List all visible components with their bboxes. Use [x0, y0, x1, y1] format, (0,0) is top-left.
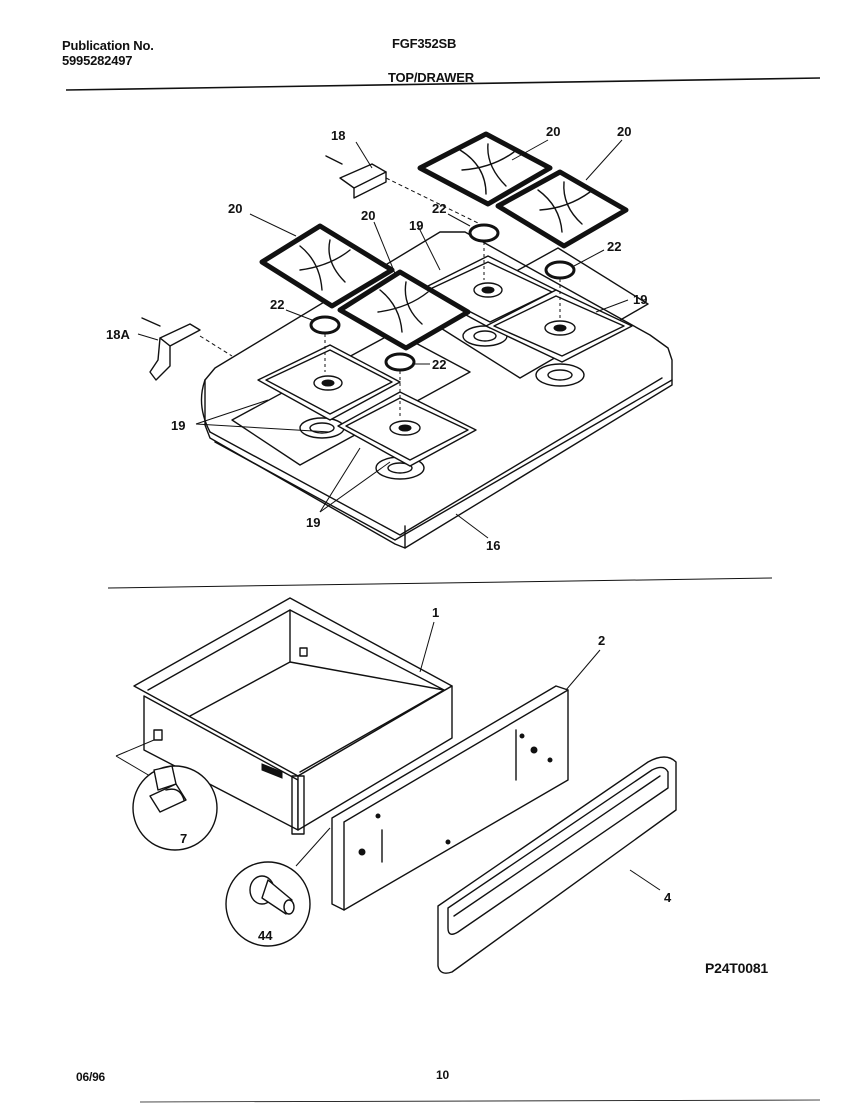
- footer-date: 06/96: [76, 1070, 106, 1084]
- callout-20: 20: [617, 124, 631, 139]
- callout-19: 19: [633, 292, 647, 307]
- section-divider: [107, 577, 773, 589]
- callout-7: 7: [180, 831, 187, 846]
- publication-number: 5995282497: [62, 53, 133, 68]
- hinge-18a: [141, 317, 233, 381]
- callout-22: 22: [432, 357, 446, 372]
- grommet-22: [309, 223, 576, 416]
- callout-1: 1: [432, 605, 439, 620]
- drawer-1: [115, 597, 453, 835]
- page-number: 10: [436, 1068, 449, 1082]
- publication-label: Publication No.: [62, 38, 154, 53]
- drawer-panel-2: [331, 685, 569, 911]
- callout-20: 20: [228, 201, 242, 216]
- callout-4: 4: [664, 890, 672, 905]
- callout-22: 22: [270, 297, 284, 312]
- leader-lines-bottom: [295, 621, 661, 891]
- detail-circle-7: [132, 765, 218, 851]
- callout-18a: 18A: [106, 327, 130, 342]
- cooktop-16: [200, 231, 673, 549]
- callout-16: 16: [486, 538, 500, 553]
- burner-plate-19-left-front: [337, 391, 477, 467]
- callout-19: 19: [306, 515, 320, 530]
- callout-22: 22: [432, 201, 446, 216]
- callout-2: 2: [598, 633, 605, 648]
- grate-20-rear-left: [417, 131, 553, 207]
- drawing-id: P24T0081: [705, 960, 769, 976]
- section-title: TOP/DRAWER: [388, 70, 474, 85]
- drawer-front-4: [437, 756, 677, 974]
- callout-20: 20: [361, 208, 375, 223]
- grate-20-left: [259, 223, 395, 309]
- leader-lines-top: [137, 139, 629, 539]
- burner-plate-19-left-rear: [257, 344, 401, 421]
- grate-20-rear-right: [495, 169, 629, 249]
- header-rule: [65, 77, 821, 91]
- callout-22: 22: [607, 239, 621, 254]
- callout-44: 44: [258, 928, 273, 943]
- callout-20: 20: [546, 124, 560, 139]
- burner-plate-19-right-front: [485, 289, 633, 363]
- model-number: FGF352SB: [392, 36, 457, 51]
- hinge-18: [325, 155, 481, 225]
- callout-18: 18: [331, 128, 345, 143]
- callout-19: 19: [171, 418, 185, 433]
- detail-circle-44: [225, 861, 311, 947]
- callout-19: 19: [409, 218, 423, 233]
- grate-20-center: [337, 269, 471, 351]
